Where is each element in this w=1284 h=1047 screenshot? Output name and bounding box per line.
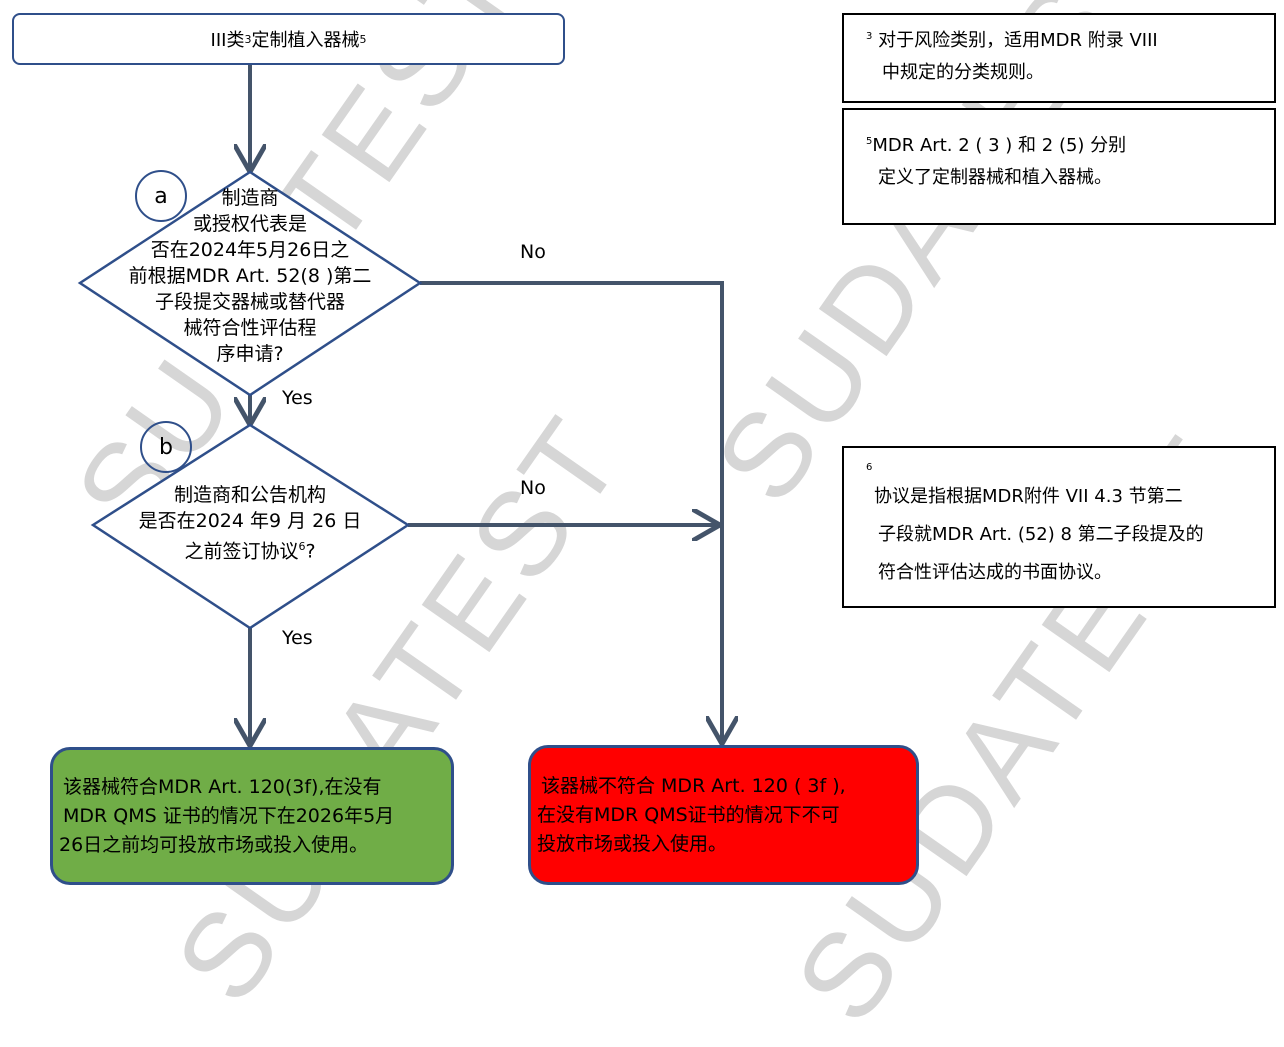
result-noncompliant: 该器械不符合 MDR Art. 120 ( 3f ), 在没有MDR QMS证书… [528, 745, 919, 885]
text: ? [305, 540, 316, 563]
footnote-3: 3 对于风险类别，适用MDR 附录 VIII 中规定的分类规则。 [842, 13, 1276, 103]
text-line: 符合性评估达成的书面协议。 [878, 562, 1112, 583]
label-no: No [520, 241, 546, 263]
label-yes: Yes [282, 627, 313, 649]
decision-a-diamond [77, 170, 423, 397]
text-line: 是否在2024 年9 月 26 日 [138, 510, 362, 532]
footnote-5: 5MDR Art. 2 ( 3 ) 和 2 (5) 分别 定义了定制器械和植入器… [842, 108, 1276, 225]
decision-b-text: 制造商和公告机构 是否在2024 年9 月 26 日 之前签订协议6? [100, 482, 400, 564]
decision-b-diamond [90, 423, 411, 630]
text-line: 协议是指根据MDR附件 VII 4.3 节第二 [874, 486, 1183, 507]
text-line: 在没有MDR QMS证书的情况下不可 [537, 803, 840, 826]
label-no: No [520, 477, 546, 499]
text-line: 定义了定制器械和植入器械。 [878, 167, 1112, 188]
marker-a: a [135, 170, 187, 222]
footnote-6: 6 协议是指根据MDR附件 VII 4.3 节第二 子段就MDR Art. (5… [842, 446, 1276, 608]
result-compliant: 该器械符合MDR Art. 120(3f),在没有 MDR QMS 证书的情况下… [50, 747, 454, 885]
text-line: 子段提交器械或替代器 [154, 291, 345, 313]
footnote-number: 5 [866, 136, 873, 147]
start-text: III类 [210, 30, 245, 51]
text-line: 否在2024年5月26日之 [150, 239, 350, 261]
text-line: 该器械不符合 MDR Art. 120 ( 3f ), [541, 774, 846, 797]
text-line: 对于风险类别，适用MDR 附录 VIII [878, 30, 1158, 51]
marker-b: b [140, 421, 192, 473]
arrow-a-no [420, 281, 722, 740]
text-line: 制造商和公告机构 [173, 484, 326, 506]
text-line: 之前签订协议6? [100, 534, 400, 564]
text-line: 前根据MDR Art. 52(8 )第二 [128, 265, 372, 287]
footnote-number: 3 [866, 31, 873, 42]
text: 之前签订协议 [184, 540, 299, 563]
text-line: 26日之前均可投放市场或投入使用。 [59, 833, 369, 856]
footnote-ref: 6 [298, 540, 306, 553]
footnote-ref: 5 [359, 32, 367, 46]
text-line: 子段就MDR Art. (52) 8 第二子段提及的 [878, 524, 1204, 545]
text-line: MDR QMS 证书的情况下在2026年5月 [63, 804, 395, 827]
text-line: 投放市场或投入使用。 [537, 832, 728, 855]
label-yes: Yes [282, 387, 313, 409]
text-line: 制造商 [221, 187, 279, 209]
decision-a-text: 制造商 或授权代表是 否在2024年5月26日之 前根据MDR Art. 52(… [100, 185, 400, 367]
text-line: 序申请? [216, 343, 284, 365]
text-line: 该器械符合MDR Art. 120(3f),在没有 [63, 775, 382, 798]
footnote-number: 6 [866, 462, 873, 473]
text-line: 或授权代表是 [192, 213, 307, 235]
footnote-ref: 3 [244, 32, 252, 46]
start-text: 定制植入器械 [251, 30, 360, 51]
text-line: 中规定的分类规则。 [882, 62, 1044, 83]
text-line: MDR Art. 2 ( 3 ) 和 2 (5) 分别 [872, 135, 1127, 156]
text-line: 械符合性评估程 [183, 317, 317, 339]
flow-connectors [77, 63, 1284, 892]
